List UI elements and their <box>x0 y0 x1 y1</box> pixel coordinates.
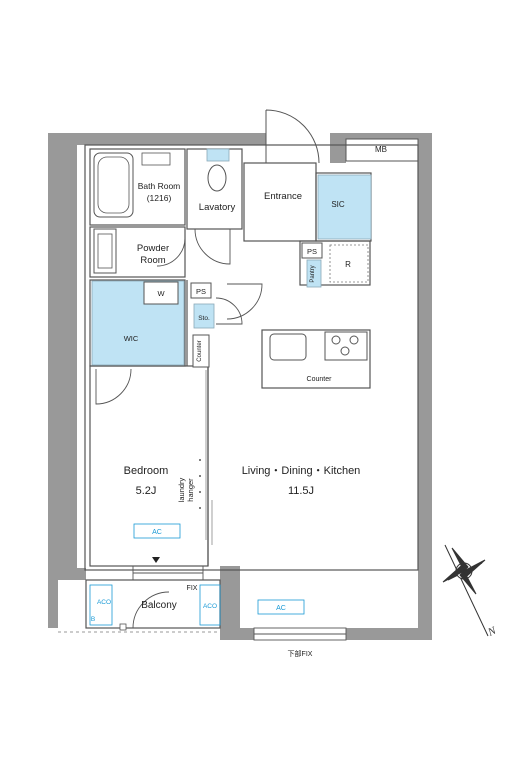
aco-left-box <box>89 584 113 626</box>
ps-lower-label: PS <box>196 287 206 296</box>
counter-kitchen-label: Counter <box>307 376 333 383</box>
bedroom-window-arrow-icon <box>152 557 160 563</box>
powder-room-label-2: Room <box>140 255 165 266</box>
bedroom-window <box>132 565 204 581</box>
ps-upper-box <box>301 242 323 259</box>
sic-label: SIC <box>331 200 345 209</box>
mb-label: MB <box>375 145 387 154</box>
laundry-label-2: hanger <box>186 478 195 502</box>
compass-icon: N <box>442 544 499 639</box>
aco-right-label: ACO <box>203 603 217 610</box>
bedroom-size-label: 5.2J <box>136 485 157 497</box>
ac-bedroom-box <box>133 523 181 539</box>
bath-counter <box>141 152 171 166</box>
entrance-label: Entrance <box>264 191 302 202</box>
kitchen-sink <box>269 333 307 361</box>
ac-ldk-box <box>257 599 305 615</box>
stove <box>324 331 368 361</box>
refrigerator-label: R <box>345 260 351 269</box>
aco-right-box <box>199 584 221 626</box>
ps-upper-label: PS <box>307 247 317 256</box>
burner-3 <box>340 346 350 356</box>
powder-sink-basin <box>97 233 113 269</box>
pantry-label: Pantry <box>310 265 316 282</box>
exterior-walls <box>48 133 432 640</box>
fix-label: FIX <box>187 585 198 592</box>
refrigerator-box <box>329 244 369 283</box>
laundry-hanger-dots <box>199 459 201 509</box>
washer-label: W <box>157 289 165 298</box>
toilet-icon <box>207 164 227 192</box>
counter-vertical-label: Counter <box>197 340 203 361</box>
washer-box <box>143 281 179 305</box>
ps-lower-box <box>190 282 212 299</box>
lower-fix-label: 下部FIX <box>288 649 313 658</box>
lavatory-label: Lavatory <box>199 202 236 213</box>
sliding-partition <box>205 370 213 545</box>
ldk-size-label: 11.5J <box>288 485 314 497</box>
interior-walls <box>84 144 419 629</box>
laundry-label-1: laundry <box>177 477 186 502</box>
bathtub-inner <box>97 156 130 214</box>
wic-label: WIC <box>124 334 139 343</box>
doors <box>95 228 263 629</box>
balcony-label: Balcony <box>141 600 177 611</box>
b-label: B <box>91 616 95 623</box>
entrance-door <box>265 109 320 164</box>
bathtub <box>93 152 134 218</box>
bath-size-label: (1216) <box>147 193 172 203</box>
ac-ldk-label: AC <box>276 605 286 612</box>
powder-room-label-1: Powder <box>137 243 169 254</box>
bedroom-label: Bedroom <box>124 465 169 477</box>
burner-1 <box>331 335 341 345</box>
storage-label: Sto. <box>198 315 210 322</box>
ac-bedroom-label: AC <box>152 529 162 536</box>
ldk-label: Living・Dining・Kitchen <box>242 465 361 477</box>
burner-2 <box>349 335 359 345</box>
bath-room-label: Bath Room <box>138 181 181 191</box>
aco-left-label: ACO <box>97 599 111 606</box>
ldk-window <box>253 627 347 641</box>
svg-text:N: N <box>485 624 498 639</box>
balcony-drain <box>119 623 127 631</box>
powder-sink <box>93 228 117 274</box>
counter-vertical-box <box>192 334 210 368</box>
